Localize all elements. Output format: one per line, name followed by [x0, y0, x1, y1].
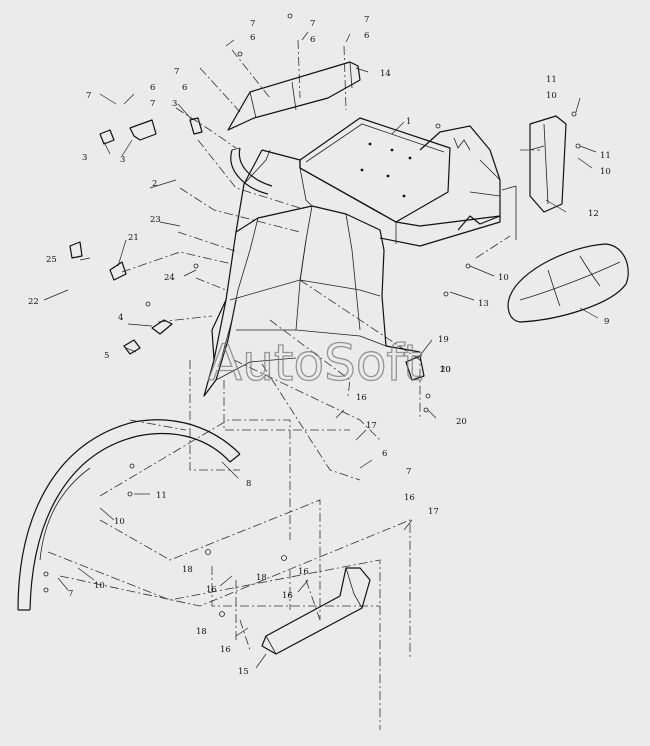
label-15: 15 [238, 667, 249, 677]
label-8: 8 [246, 479, 251, 489]
part-2-hose [230, 147, 273, 195]
hardware-parts [69, 13, 581, 637]
label-10a: 10 [546, 91, 557, 101]
label-6e: 6 [150, 83, 155, 93]
label-16d: 16 [282, 591, 293, 601]
part-9-cushion [507, 243, 629, 323]
label-20a: 20 [440, 365, 451, 375]
label-10b: 10 [600, 167, 611, 177]
label-17b: 17 [428, 507, 439, 517]
label-6a: 6 [250, 33, 255, 43]
label-22: 22 [28, 297, 39, 307]
label-7h: 7 [150, 99, 155, 109]
label-18a: 18 [182, 565, 193, 575]
label-6f: 6 [382, 449, 387, 459]
part-8-arch-fender [17, 419, 241, 611]
label-3c: 3 [172, 99, 177, 109]
watermark-text: AutoSoft [208, 334, 423, 392]
label-12: 12 [588, 209, 599, 219]
label-19: 19 [438, 335, 449, 345]
label-7e: 7 [86, 91, 91, 101]
label-7c: 7 [364, 15, 369, 25]
label-6b: 6 [310, 35, 315, 45]
label-14: 14 [380, 69, 391, 79]
assembly-dash-lines [47, 39, 540, 730]
label-7g: 7 [68, 589, 73, 599]
label-6d: 6 [182, 83, 187, 93]
label-9: 9 [604, 317, 609, 327]
label-2: 2 [152, 179, 157, 189]
label-4: 4 [118, 313, 123, 323]
label-3a: 3 [82, 153, 87, 163]
part-14-top-cover [227, 61, 361, 131]
label-7b: 7 [310, 19, 315, 29]
label-18b: 18 [256, 573, 267, 583]
label-25: 25 [46, 255, 57, 265]
part-12-side-bracket [529, 115, 567, 213]
label-10f: 10 [94, 581, 105, 591]
label-13: 13 [478, 299, 489, 309]
callout-labels: 1 2 3 3 3 4 5 6 6 6 6 6 6 7 7 7 7 7 7 7 … [28, 15, 611, 677]
label-16c: 16 [206, 585, 217, 595]
label-11b: 11 [600, 151, 611, 161]
label-11c: 11 [156, 491, 167, 501]
label-10d: 10 [440, 365, 451, 375]
label-7a: 7 [250, 19, 255, 29]
label-18c: 18 [196, 627, 207, 637]
label-6c: 6 [364, 31, 369, 41]
label-16f: 16 [298, 567, 309, 577]
label-21: 21 [128, 233, 139, 243]
label-11a: 11 [546, 75, 557, 85]
label-16a: 16 [356, 393, 367, 403]
label-20b: 20 [456, 417, 467, 427]
part-15-support-arm [261, 567, 371, 655]
label-24: 24 [164, 273, 175, 283]
label-16e: 16 [220, 645, 231, 655]
label-10e: 10 [114, 517, 125, 527]
label-7d: 7 [174, 67, 179, 77]
label-5: 5 [104, 351, 109, 361]
leader-lines [43, 67, 599, 669]
part-1-fender-body [203, 117, 517, 397]
label-16b: 16 [404, 493, 415, 503]
label-10c: 10 [498, 273, 509, 283]
label-3b: 3 [120, 155, 125, 165]
label-17a: 17 [366, 421, 377, 431]
label-1: 1 [406, 117, 411, 127]
label-7f: 7 [406, 467, 411, 477]
label-23: 23 [150, 215, 161, 225]
